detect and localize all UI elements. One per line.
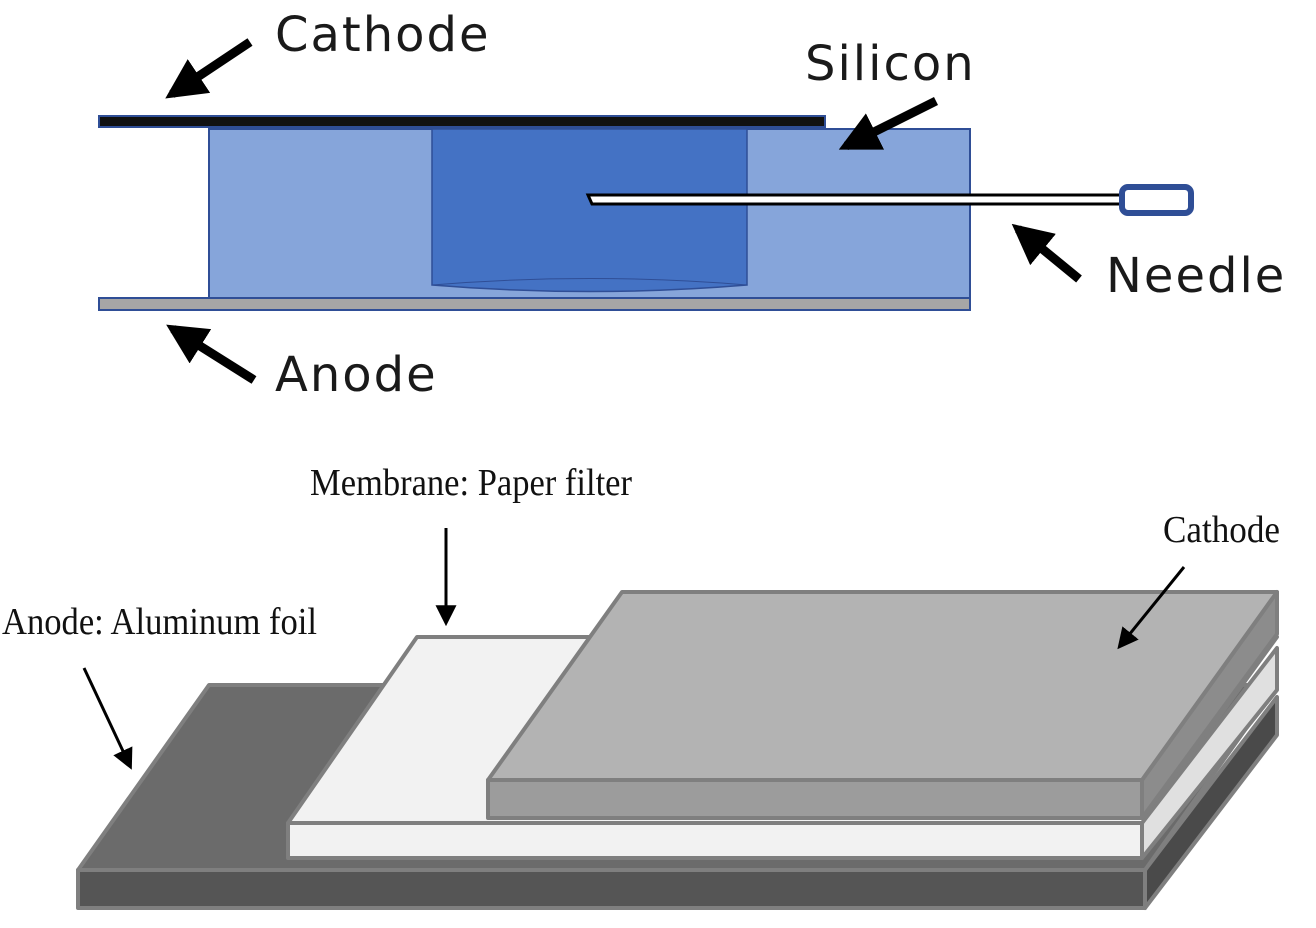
electrolyte-reservoir <box>431 128 748 293</box>
bottom-annotations: Membrane: Paper filter Cathode Anode: Al… <box>2 462 1280 770</box>
cathode-label: Cathode <box>275 7 491 63</box>
cathode-arrow-icon <box>165 38 253 99</box>
membrane-label: Membrane: Paper filter <box>310 462 632 504</box>
anode-foil-front <box>76 868 1147 910</box>
membrane-front <box>286 821 1144 860</box>
anode-arrow-icon <box>166 324 257 384</box>
needle-arrow-icon <box>1011 223 1082 283</box>
silicon-arrow-icon <box>838 96 939 151</box>
needle-hub <box>1119 184 1194 216</box>
cathode-front <box>486 778 1144 820</box>
anode-3d-arrow-icon <box>82 667 133 770</box>
cathode-3d-arrow-icon <box>1117 566 1186 650</box>
anode-plate <box>98 297 971 311</box>
bottom-3d-stack <box>76 590 1279 910</box>
anode-label: Anode <box>275 347 438 403</box>
cathode-top <box>486 590 1279 782</box>
top-cross-section: Cathode Silicon Needle Anode <box>98 7 1286 403</box>
silicon-label: Silicon <box>805 36 976 92</box>
needle-shaft <box>585 193 1127 206</box>
reservoir-bottom-ellipse <box>431 278 748 286</box>
anode-3d-label: Anode: Aluminum foil <box>2 601 317 643</box>
needle-label: Needle <box>1106 248 1286 304</box>
cathode-3d-label: Cathode <box>1163 509 1280 551</box>
cathode-plate <box>98 115 826 128</box>
